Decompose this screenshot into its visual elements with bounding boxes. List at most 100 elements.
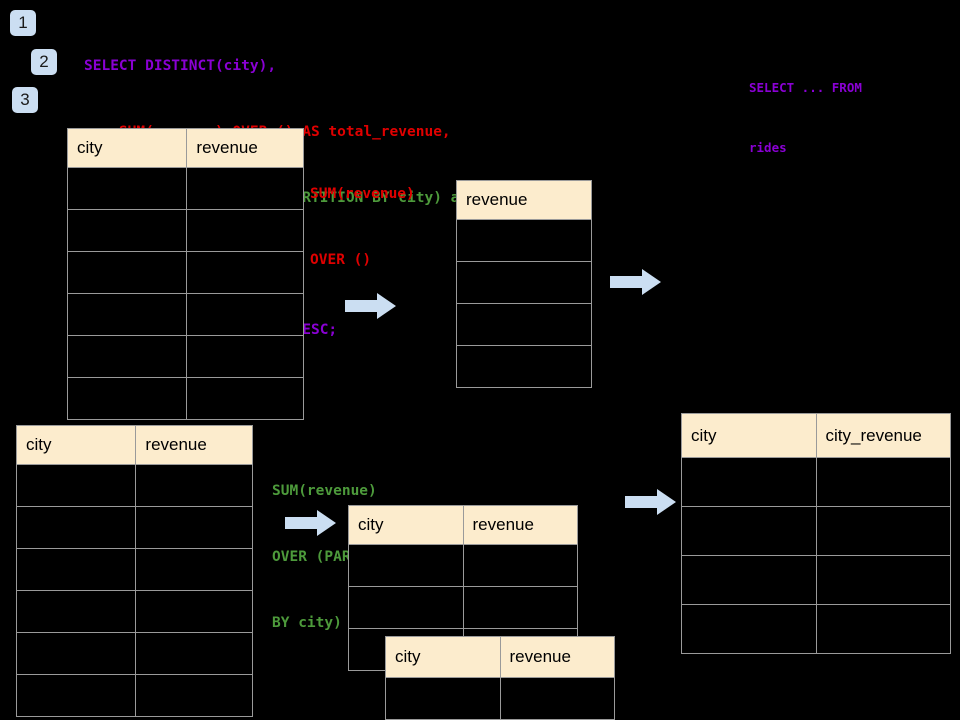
table-row [66, 335, 304, 378]
table-row [66, 377, 304, 420]
cell-city-revenue [815, 555, 951, 605]
cell-city [348, 586, 464, 629]
side-note-line-2: rides [749, 140, 787, 155]
arrow-partition-to-result-icon [625, 489, 676, 515]
cell-city [385, 677, 501, 720]
cell-city [15, 464, 137, 507]
cell-city [66, 167, 188, 210]
annotation-over-empty-line-1: SUM(revenue) [310, 186, 415, 202]
cell-city [15, 632, 137, 675]
table-row [385, 677, 615, 720]
sql-line-select: SELECT DISTINCT(city), [84, 58, 277, 74]
cell-city [66, 335, 188, 378]
table-row [66, 293, 304, 336]
table-body [681, 457, 951, 654]
cell-city [15, 674, 137, 717]
table-row [15, 674, 253, 717]
table-body [385, 677, 615, 720]
cell-revenue [135, 590, 253, 633]
arrow-total-to-result-icon [610, 269, 661, 295]
cell-city [15, 548, 137, 591]
cell-revenue [135, 548, 253, 591]
cell-city-revenue [815, 604, 951, 654]
table-row [66, 251, 304, 294]
cell-revenue [135, 506, 253, 549]
table-body [66, 167, 304, 420]
table-row [681, 506, 951, 556]
column-header-city-revenue: city_revenue [815, 413, 951, 458]
column-header-city: city [66, 128, 188, 168]
column-header-city: city [681, 413, 817, 458]
cell-revenue [186, 251, 304, 294]
table-row [15, 464, 253, 507]
cell-city [66, 209, 188, 252]
cell-city-revenue [815, 506, 951, 556]
total-revenue-table: revenue [456, 180, 592, 388]
table-row [15, 632, 253, 675]
cell-revenue [135, 464, 253, 507]
annotation-partition-line-3: BY city) [272, 615, 342, 631]
cell-city-revenue [815, 457, 951, 507]
side-note-line-1: SELECT ... FROM [749, 80, 862, 95]
table-row [348, 586, 578, 629]
cell-revenue [186, 377, 304, 420]
table-body [456, 219, 592, 388]
table-row [348, 544, 578, 587]
cell-revenue [135, 674, 253, 717]
cell-city [66, 251, 188, 294]
cell-city [15, 590, 137, 633]
table-row [15, 548, 253, 591]
table-header-row: revenue [456, 180, 592, 220]
step-badge-2: 2 [31, 49, 57, 75]
arrow-source-to-total-icon [345, 293, 396, 319]
table-header-row: city revenue [15, 425, 253, 465]
table-row [681, 457, 951, 507]
column-header-revenue: revenue [456, 180, 592, 220]
cell-revenue [456, 303, 592, 346]
cell-revenue [456, 345, 592, 388]
cell-city [681, 555, 817, 605]
partition-group-table-front: city revenue [385, 636, 615, 720]
table-row [681, 604, 951, 654]
cell-revenue [499, 677, 615, 720]
rides-source-table: city revenue [66, 128, 304, 420]
column-header-city: city [385, 636, 501, 678]
cell-city [66, 293, 188, 336]
step-badge-1: 1 [10, 10, 36, 36]
cell-revenue [186, 335, 304, 378]
cell-revenue [456, 261, 592, 304]
cell-revenue [462, 586, 578, 629]
cell-city [348, 544, 464, 587]
table-header-row: city city_revenue [681, 413, 951, 458]
cell-city [681, 506, 817, 556]
rides-source-table-lower: city revenue [15, 425, 253, 717]
cell-revenue [462, 544, 578, 587]
cell-revenue [135, 632, 253, 675]
table-row [15, 590, 253, 633]
column-header-city: city [15, 425, 137, 465]
column-header-revenue: revenue [499, 636, 615, 678]
table-row [681, 555, 951, 605]
cell-revenue [186, 293, 304, 336]
annotation-over-empty-line-2: OVER () [310, 252, 372, 268]
cell-revenue [186, 167, 304, 210]
table-body [15, 464, 253, 717]
table-row [456, 261, 592, 304]
table-header-row: city revenue [385, 636, 615, 678]
column-header-revenue: revenue [462, 505, 578, 545]
table-row [66, 209, 304, 252]
cell-city [66, 377, 188, 420]
cell-city [15, 506, 137, 549]
table-row [456, 345, 592, 388]
annotation-partition-line-1: SUM(revenue) [272, 483, 377, 499]
table-row [66, 167, 304, 210]
column-header-revenue: revenue [135, 425, 253, 465]
cell-revenue [456, 219, 592, 262]
side-note-select-from: SELECT ... FROM rides [749, 38, 862, 198]
annotation-over-empty: SUM(revenue) OVER () [310, 139, 415, 315]
cell-city [681, 457, 817, 507]
table-row [456, 219, 592, 262]
result-city-revenue-table: city city_revenue [681, 413, 951, 654]
cell-revenue [186, 209, 304, 252]
table-row [15, 506, 253, 549]
